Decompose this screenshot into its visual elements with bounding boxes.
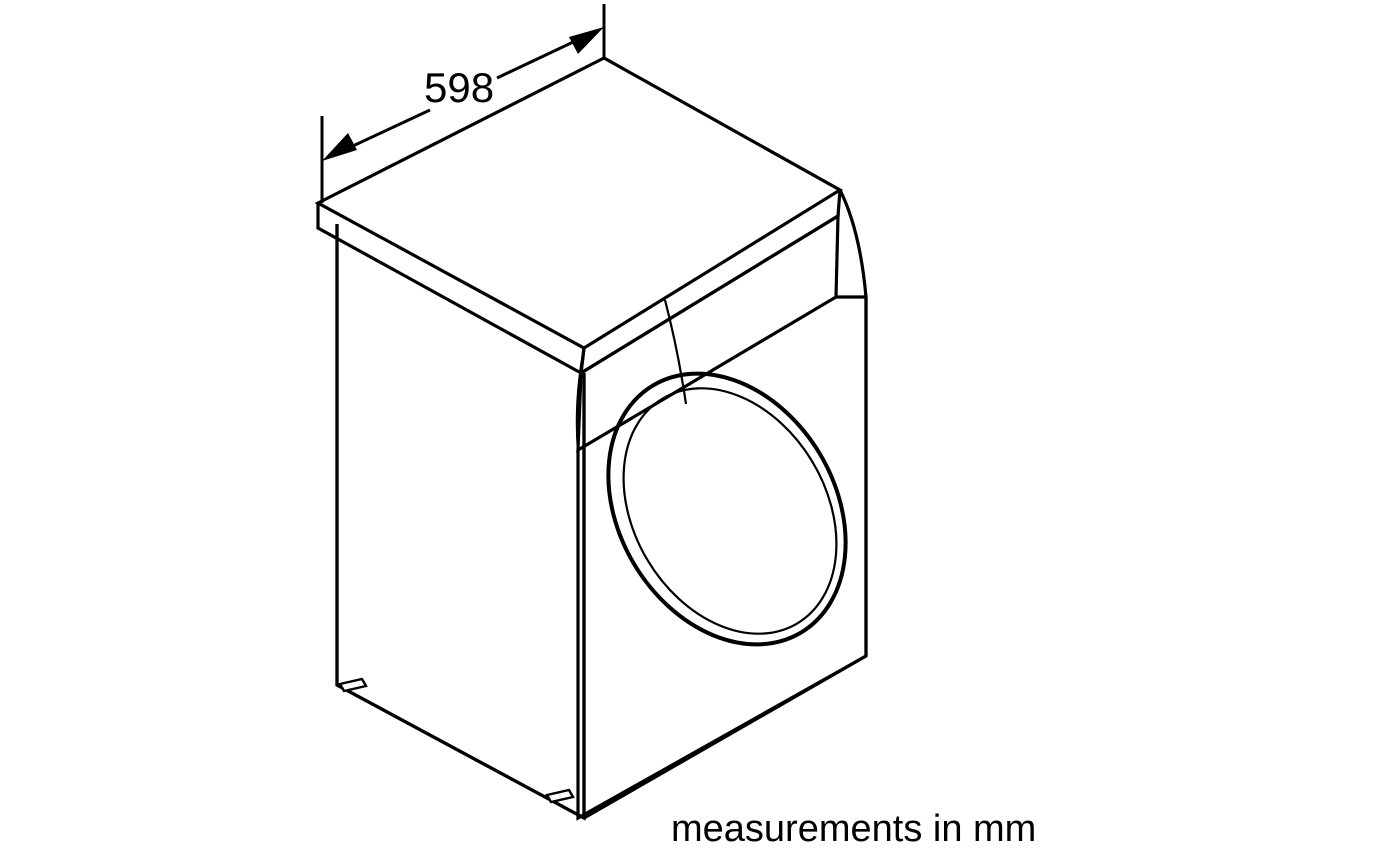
bottom-front-edge bbox=[583, 654, 867, 820]
dimension-arrowhead-right bbox=[569, 27, 604, 54]
control-panel-corner-curve bbox=[575, 347, 586, 453]
door-inner-ring bbox=[622, 387, 838, 635]
dimension-value-598: 598 bbox=[424, 64, 494, 111]
top-panel-thickness-left bbox=[316, 203, 586, 376]
caption-measurements-in-mm: measurements in mm bbox=[671, 808, 1036, 848]
right-panel-curved-top-edge bbox=[838, 189, 868, 298]
foot-back-left bbox=[338, 677, 368, 693]
washing-machine-body bbox=[314, 56, 893, 821]
foot-front-left bbox=[545, 788, 575, 804]
dimension-line-left-segment bbox=[339, 108, 431, 154]
control-panel bbox=[576, 213, 840, 453]
bottom-left-edge bbox=[336, 683, 585, 820]
left-side-panel bbox=[335, 224, 586, 821]
top-panel-thickness-right bbox=[579, 189, 842, 377]
control-panel-left-return bbox=[576, 372, 583, 451]
dimension-annotation-598: 598 bbox=[320, 4, 606, 203]
porthole-door[interactable] bbox=[560, 330, 893, 688]
detergent-drawer-divider bbox=[663, 299, 688, 405]
top-panel-upper-face bbox=[314, 56, 844, 350]
door-outer-ring bbox=[606, 371, 848, 647]
dimension-arrowhead-left bbox=[322, 133, 357, 161]
